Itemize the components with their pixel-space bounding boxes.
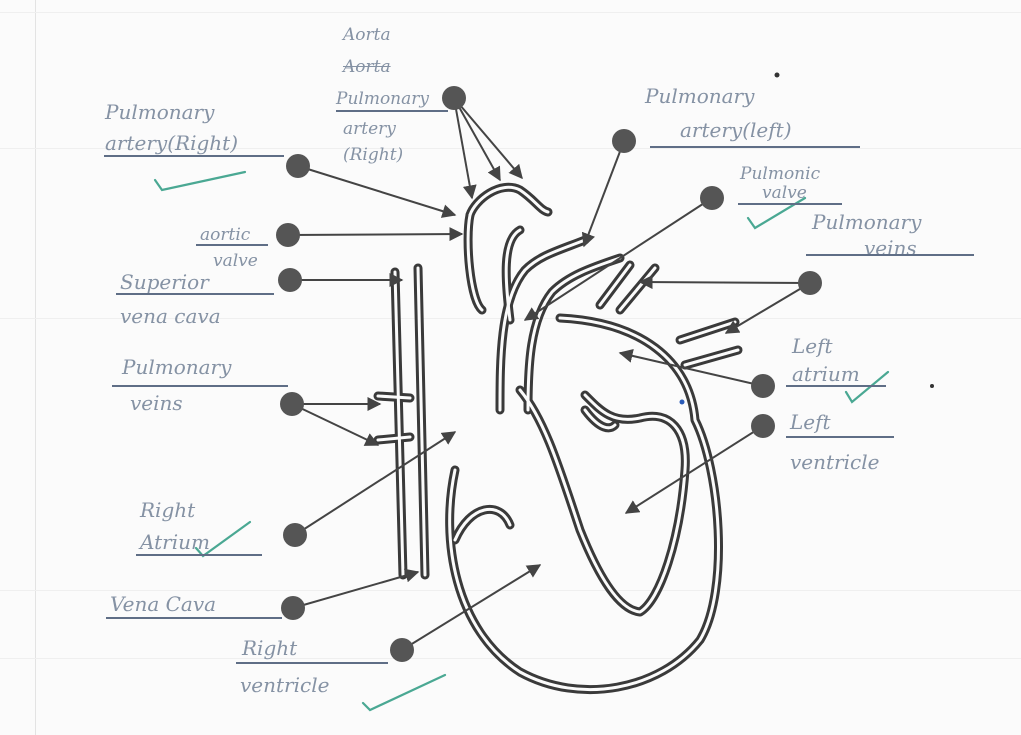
marker-dot xyxy=(281,596,305,620)
marker-dot xyxy=(286,154,310,178)
label-pulmonary-artery-right-center-l3: (Right) xyxy=(343,146,403,164)
label-underline xyxy=(106,617,282,619)
check-icon xyxy=(363,675,445,710)
leader-pulmonary-veins-right-a xyxy=(640,282,810,283)
leader-pulmonary-artery-right xyxy=(298,166,455,215)
label-pulmonary-artery-right-center-l1: Pulmonary xyxy=(336,90,429,108)
stray-dot xyxy=(775,73,780,78)
marker-dot xyxy=(442,86,466,110)
label-underline xyxy=(650,146,860,148)
leader-pulmonary-veins-right-b xyxy=(726,283,810,333)
label-pulmonary-artery-right-center-l2: artery xyxy=(343,120,396,138)
label-aortic-valve-l1: aortic xyxy=(200,226,250,244)
leader-aortic-valve xyxy=(288,234,462,235)
stray-dot xyxy=(930,384,934,388)
label-pulmonary-veins-right-l1: Pulmonary xyxy=(812,212,921,232)
label-underline xyxy=(336,110,448,112)
leader-pulmonic-valve xyxy=(525,198,712,320)
label-underline xyxy=(806,254,974,256)
marker-dot xyxy=(280,392,304,416)
label-right-atrium-l2: Atrium xyxy=(140,532,210,552)
label-left-atrium-l1: Left xyxy=(792,336,833,356)
label-underline xyxy=(786,436,894,438)
label-underline xyxy=(104,155,284,157)
label-pulmonic-valve-l1: Pulmonic xyxy=(740,165,820,183)
label-pulmonary-veins-left-l1: Pulmonary xyxy=(122,357,231,377)
label-left-atrium-l2: atrium xyxy=(792,364,860,384)
label-aorta-struck: Aorta xyxy=(343,58,391,76)
label-vena-cava: Vena Cava xyxy=(110,594,216,614)
label-underline xyxy=(236,662,388,664)
marker-dot xyxy=(612,129,636,153)
label-left-ventricle-l2: ventricle xyxy=(790,452,879,472)
label-right-ventricle-l1: Right xyxy=(242,638,297,658)
label-underline xyxy=(196,244,268,246)
marker-dot xyxy=(390,638,414,662)
leader-vena-cava xyxy=(293,572,418,608)
label-pulmonary-artery-left-l1: Pulmonary xyxy=(645,86,754,106)
label-pulmonary-artery-left-l2: artery(left) xyxy=(680,120,792,140)
label-right-ventricle-l2: ventricle xyxy=(240,675,329,695)
label-underline xyxy=(786,385,886,387)
label-superior-vena-cava-l2: vena cava xyxy=(120,306,221,326)
label-left-ventricle-l1: Left xyxy=(790,412,831,432)
marker-dot xyxy=(276,223,300,247)
label-pulmonary-artery-right-l2: artery(Right) xyxy=(105,133,238,153)
leader-pulmonary-artery-left xyxy=(584,141,624,246)
pulmonary-trunk-right xyxy=(528,258,620,410)
label-pulmonary-artery-right-l1: Pulmonary xyxy=(105,102,214,122)
label-pulmonic-valve-l2: valve xyxy=(762,184,807,202)
leader-aorta-c xyxy=(454,98,522,178)
check-icon xyxy=(155,172,245,190)
leader-lines xyxy=(288,98,810,650)
label-underline xyxy=(136,554,262,556)
label-pulmonary-veins-left-l2: veins xyxy=(130,393,183,413)
marker-dot xyxy=(283,523,307,547)
label-superior-vena-cava-l1: Superior xyxy=(120,272,209,292)
marker-dot xyxy=(798,271,822,295)
marker-dot xyxy=(751,374,775,398)
pulmonary-trunk-left xyxy=(500,240,585,410)
label-aorta: Aorta xyxy=(343,26,391,44)
leader-pulmonary-veins-left-b xyxy=(292,404,378,445)
leader-right-atrium xyxy=(295,432,455,535)
marker-dot xyxy=(700,186,724,210)
label-aortic-valve-l2: valve xyxy=(213,252,258,270)
aortic-arch xyxy=(470,187,548,215)
marker-dot xyxy=(751,414,775,438)
label-underline xyxy=(738,203,842,205)
marker-dot xyxy=(278,268,302,292)
label-underline xyxy=(116,293,274,295)
leader-left-atrium xyxy=(620,353,763,386)
leader-left-ventricle xyxy=(626,426,763,513)
heart-outline xyxy=(378,187,738,689)
label-underline xyxy=(112,385,288,387)
label-right-atrium-l1: Right xyxy=(140,500,195,520)
check-marks xyxy=(155,172,888,710)
stray-dot xyxy=(680,400,685,405)
